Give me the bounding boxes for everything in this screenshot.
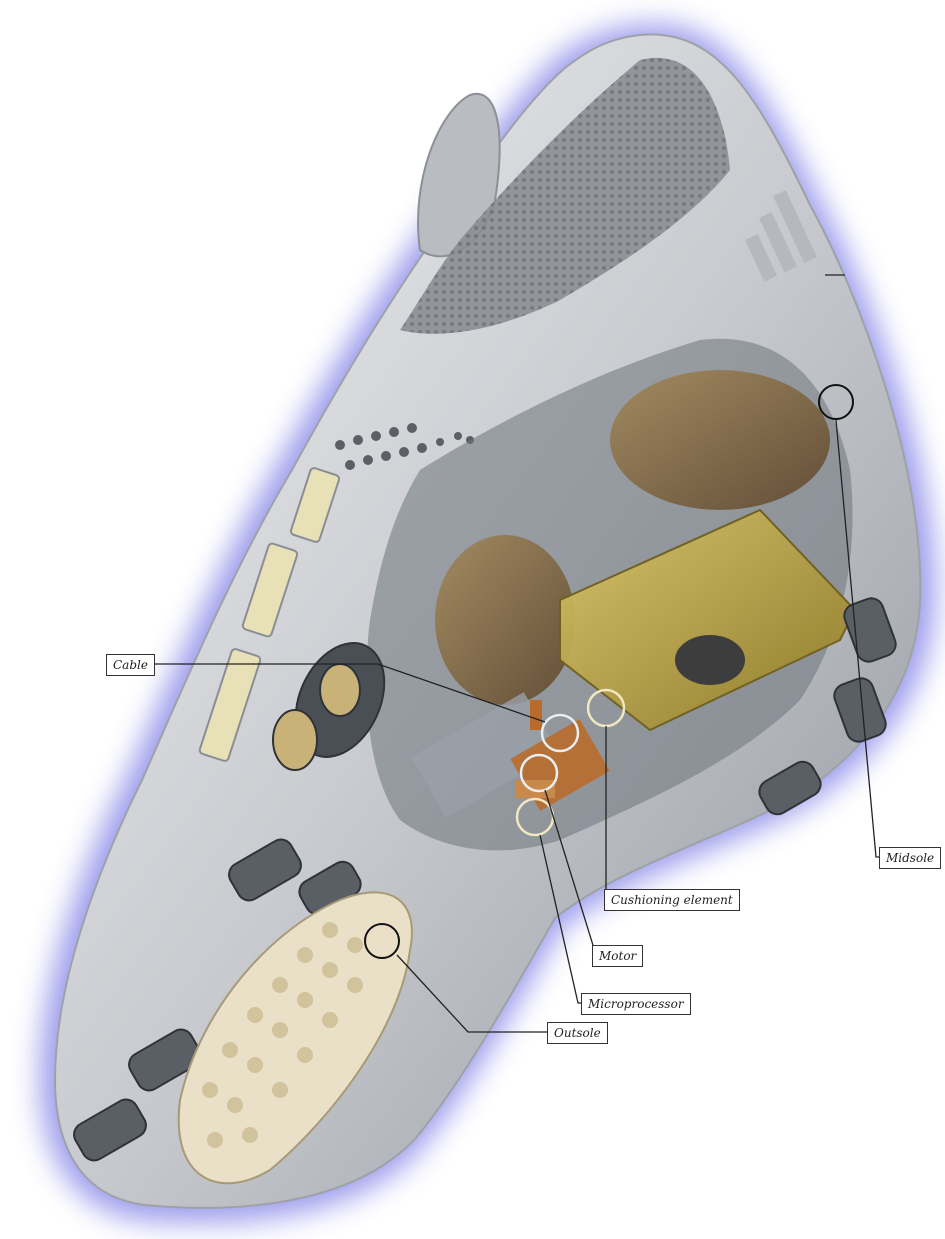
- label-midsole: Midsole: [879, 847, 941, 869]
- cushion-sphere-front: [435, 535, 575, 705]
- label-microprocessor: Microprocessor: [581, 993, 691, 1015]
- label-cushioning-element: Cushioning element: [604, 889, 740, 911]
- label-motor: Motor: [592, 945, 643, 967]
- label-cable: Cable: [106, 654, 155, 676]
- cushioning-element-hole: [675, 635, 745, 685]
- cushion-sphere-rear: [610, 370, 830, 510]
- label-outsole: Outsole: [547, 1022, 608, 1044]
